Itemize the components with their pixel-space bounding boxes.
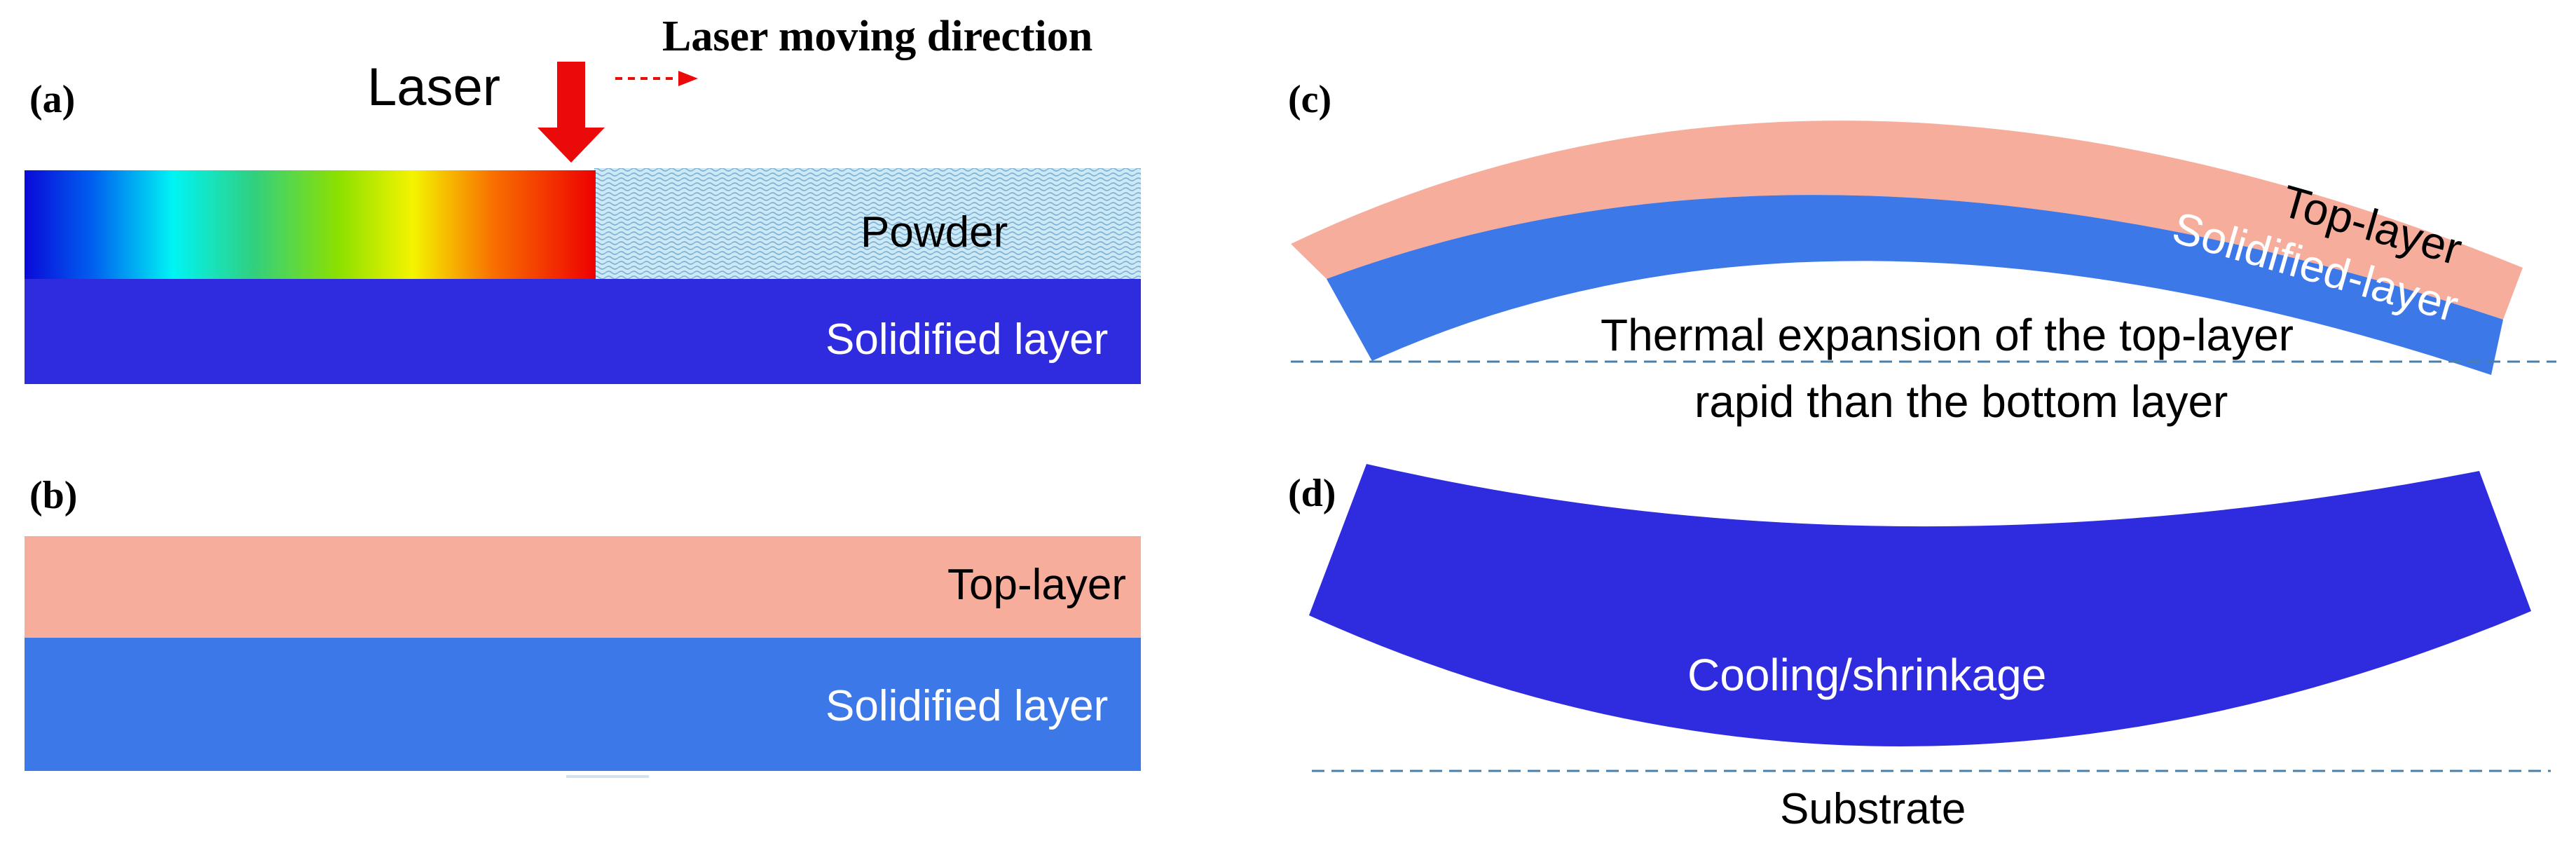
powder-region: [594, 168, 1141, 279]
laser-label: Laser: [367, 57, 500, 117]
panel-d-label: (d): [1288, 472, 1336, 515]
top-label-b: Top-layer: [947, 561, 1126, 609]
solidified-layer-left: [25, 303, 596, 384]
solidified-layer-c: [1327, 195, 2503, 375]
caption-c-line2: rapid than the bottom layer: [1694, 376, 2228, 427]
direction-arrow-icon: [615, 71, 698, 86]
panel-c: (c) Top-layer Solidified-layer Thermal e…: [1288, 78, 2556, 427]
panel-b-label: (b): [29, 474, 77, 517]
powder-label: Powder: [861, 208, 1008, 257]
panel-c-label: (c): [1288, 78, 1331, 121]
solidified-label-b: Solidified layer: [825, 682, 1108, 730]
panel-a-label: (a): [29, 78, 75, 121]
solidified-label-a: Solidified layer: [825, 315, 1108, 364]
laser-arrow-icon: [537, 62, 605, 163]
cooling-body: [1309, 464, 2531, 747]
solidified-layer-b: [25, 638, 1141, 771]
top-layer-b: [25, 536, 1141, 638]
caption-c-line1: Thermal expansion of the top-layer: [1601, 310, 2294, 360]
top-layer-c: [1291, 121, 2523, 320]
direction-label: Laser moving direction: [662, 13, 1092, 60]
panel-a: (a) Laser Laser moving direction Powder …: [25, 13, 1141, 384]
substrate-label: Substrate: [1780, 785, 1966, 833]
panel-b: (b) Top-layer Solidified layer: [25, 474, 1141, 778]
cooling-label: Cooling/shrinkage: [1687, 650, 2046, 700]
panel-d: (d) Cooling/shrinkage Substrate: [1288, 464, 2551, 833]
